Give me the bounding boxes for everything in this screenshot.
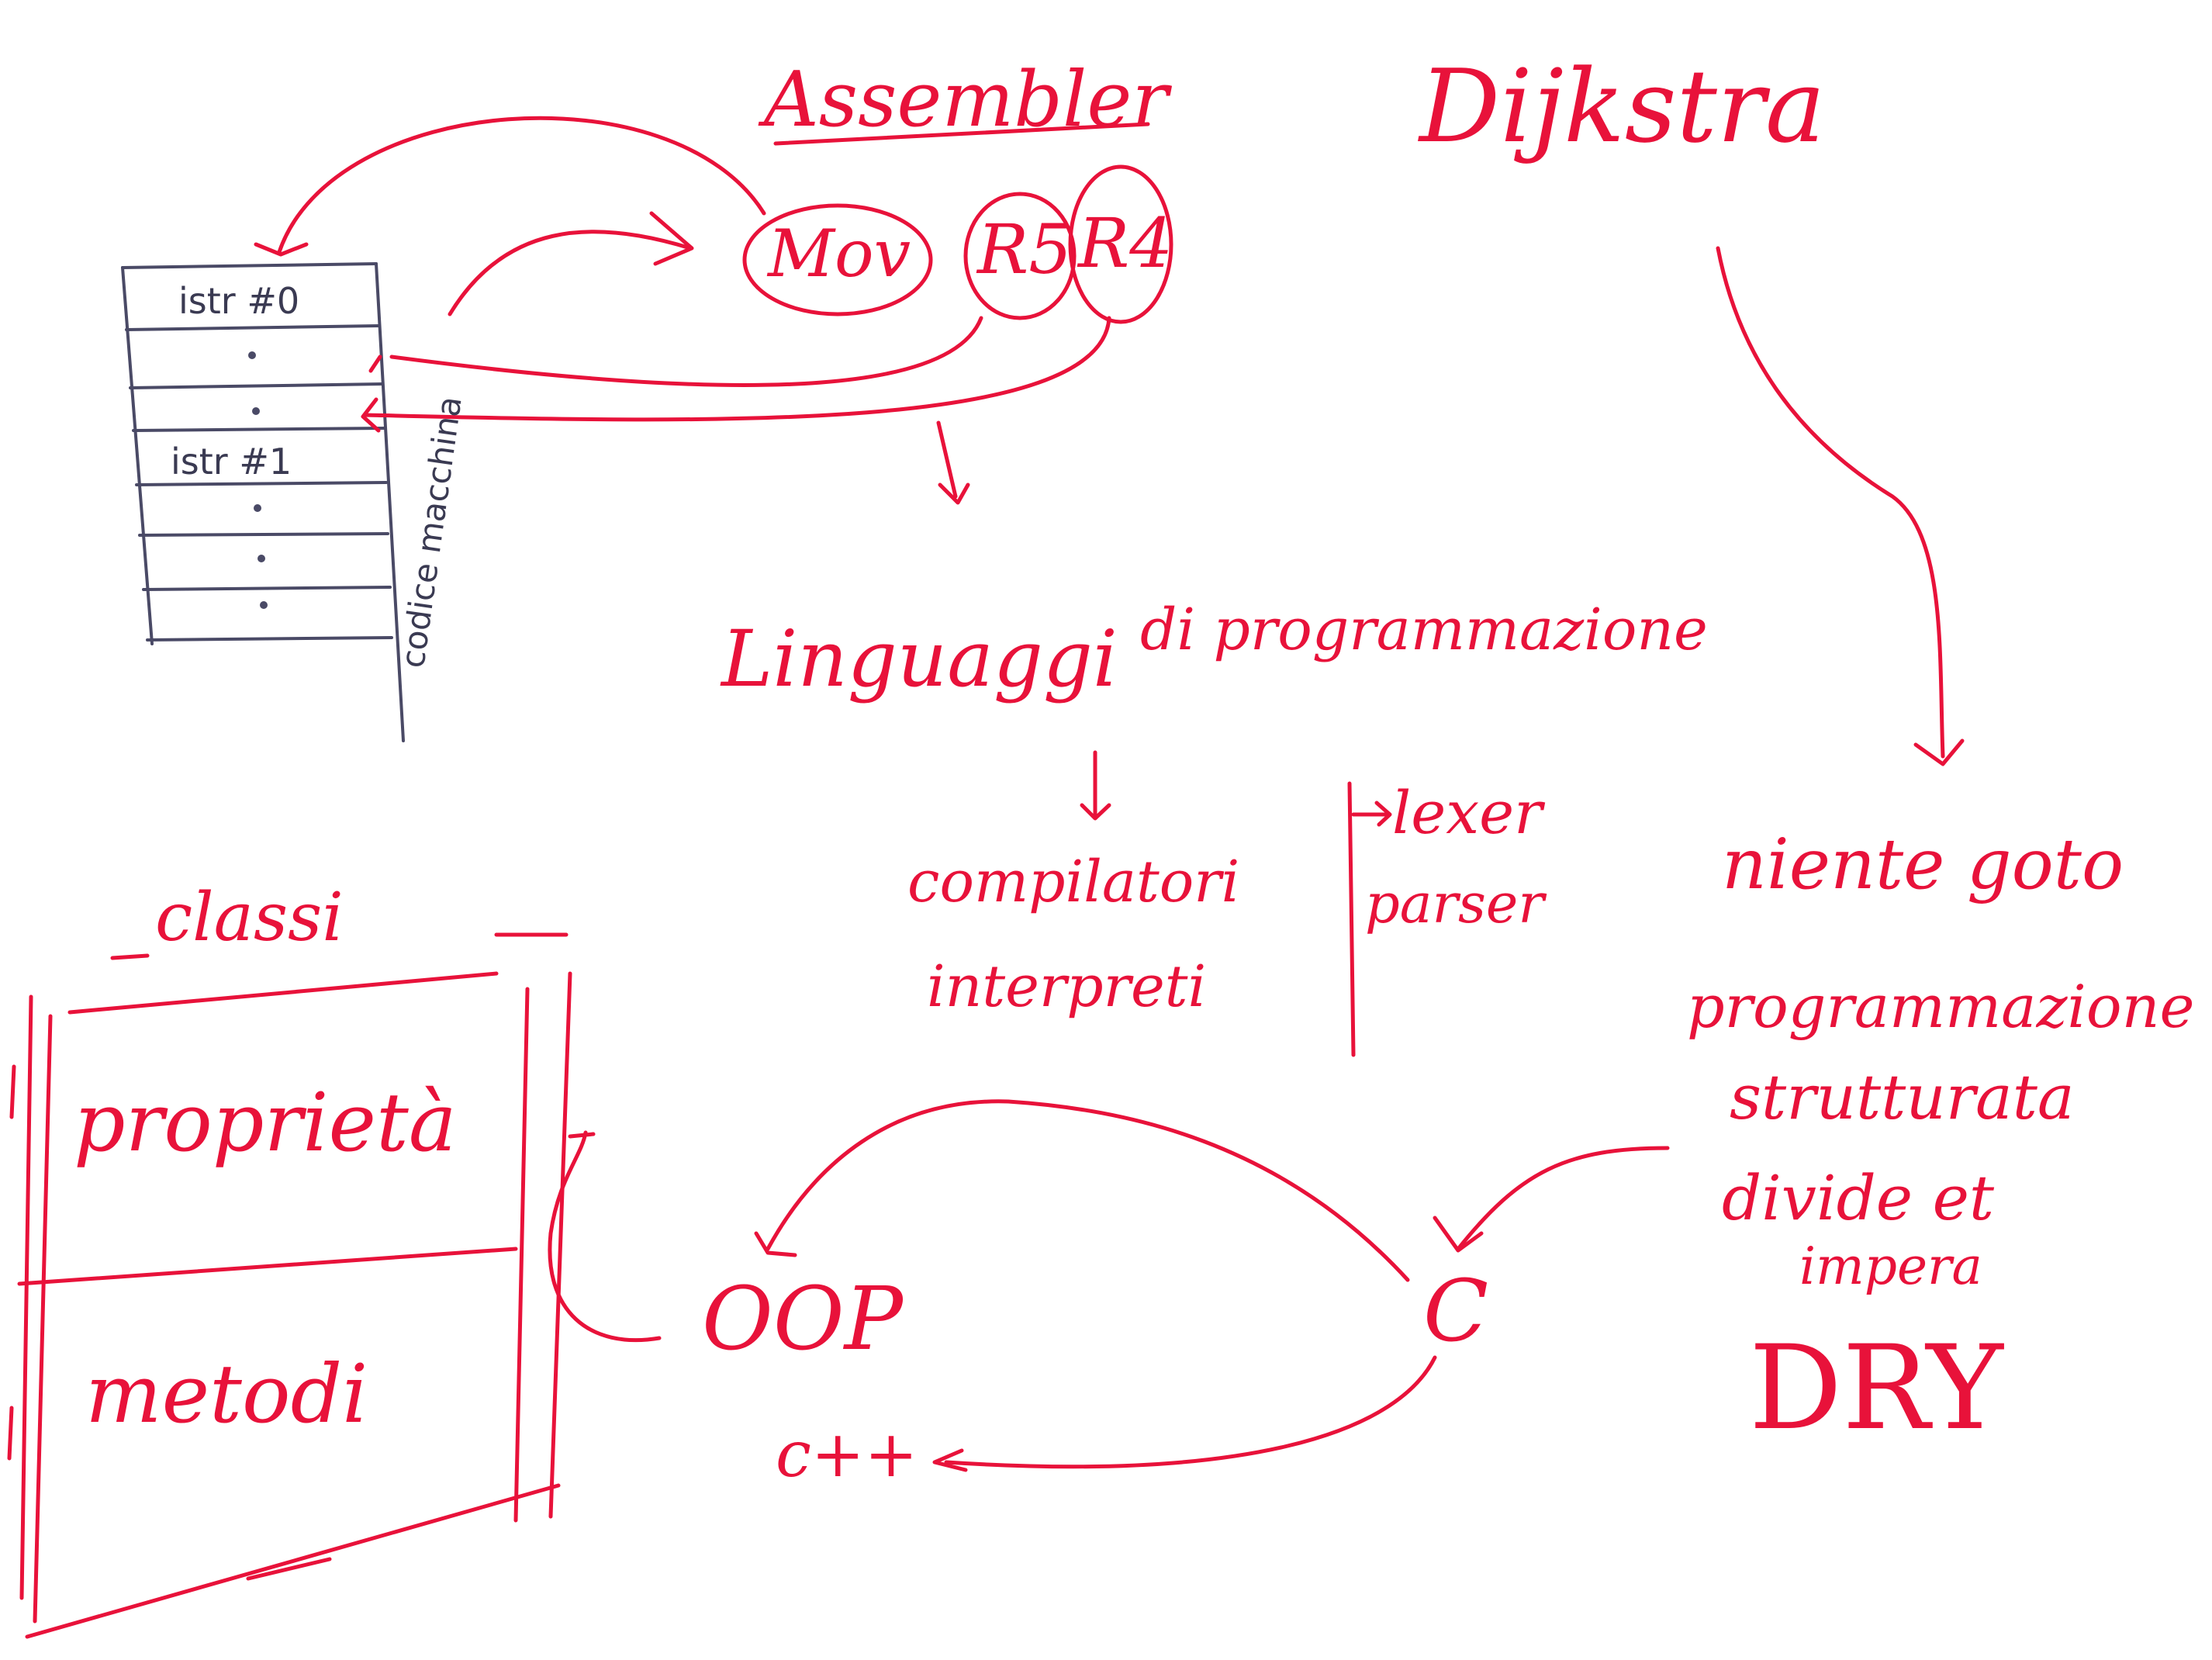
memory-table-left-edge — [121, 266, 154, 645]
proprieta-label: proprietà — [74, 1075, 457, 1170]
compilatori-label: compilatori — [907, 849, 1240, 915]
dijkstra-arrowhead — [1913, 738, 1965, 766]
memory-table-row-line — [135, 481, 388, 486]
di-programmazione-label: di programmazione — [1140, 597, 1708, 663]
class-box-bottom-dash — [246, 1557, 332, 1581]
goto-arrow-to-c-head — [1433, 1216, 1484, 1253]
r4-to-table-arrowhead — [361, 397, 381, 433]
ellipsis-dot — [257, 555, 265, 562]
class-box-top — [67, 971, 499, 1015]
class-box-right-outer — [548, 971, 572, 1519]
c-oop-branch — [548, 1099, 1437, 1472]
parser-label: parser — [1365, 872, 1544, 935]
class-box-left-tick — [9, 1064, 16, 1119]
r5-to-table-arrow — [389, 316, 983, 387]
assembler-down-arrow — [936, 420, 958, 499]
divide-et-label: divide et — [1722, 1162, 1995, 1234]
istr0-label: istr #0 — [178, 280, 300, 322]
goto-arrow-to-c — [1456, 1146, 1670, 1251]
r4-label: R4 — [1078, 203, 1173, 283]
assembler-label: Assembler — [764, 56, 1169, 144]
lexer-label: lexer — [1392, 778, 1543, 847]
ellipsis-dot — [254, 504, 261, 512]
lexer-parser-bracket — [1347, 781, 1356, 1057]
mov-circle — [742, 203, 933, 316]
c-to-oop-arrow — [766, 1099, 1410, 1282]
dijkstra-branch — [1433, 246, 1965, 1253]
assembler-cluster — [254, 116, 1173, 505]
classi-label: classi — [155, 879, 344, 956]
r4-to-table-arrow — [362, 316, 1111, 422]
table-to-mov-arrowhead — [649, 211, 694, 266]
dry-label: DRY — [1749, 1321, 2003, 1456]
linguaggi-label: Linguaggi — [721, 614, 1118, 704]
r5-label: R5 — [977, 209, 1073, 289]
oop-to-class-arrow — [548, 1130, 662, 1343]
memory-table-row-line — [146, 636, 393, 642]
memory-table-row-line — [125, 324, 380, 331]
oop-to-class-arrowhead — [568, 1132, 596, 1139]
class-box-divider — [17, 1247, 518, 1286]
istr1-label: istr #1 — [171, 441, 292, 482]
memory-table — [121, 262, 405, 742]
mov-to-table-arrowhead — [254, 242, 309, 257]
programmazione-label: programmazione — [1687, 972, 2195, 1041]
table-to-mov-arrow — [448, 230, 693, 316]
c-to-cpp-arrowhead — [932, 1448, 968, 1472]
lexer-arrowhead — [1374, 801, 1392, 827]
interpreti-label: interpreti — [927, 953, 1207, 1020]
memory-table-row-line — [138, 532, 389, 537]
class-box-left-inner — [33, 1014, 53, 1624]
class-box-bottom — [25, 1483, 561, 1639]
memory-table-row-line — [132, 427, 385, 432]
c-label: C — [1423, 1261, 1489, 1361]
assembler-underline — [773, 122, 1150, 146]
ellipsis-dot — [248, 351, 256, 359]
dijkstra-arrow — [1716, 246, 1945, 759]
r5-circle — [963, 192, 1077, 320]
dijkstra-label: Dijkstra — [1419, 47, 1826, 165]
mov-to-table-arrow — [277, 116, 766, 254]
c-to-cpp-arrow — [944, 1355, 1437, 1469]
oop-label: OOP — [702, 1269, 903, 1370]
class-box-left-tick — [7, 1406, 14, 1461]
c-to-oop-arrowhead — [754, 1231, 797, 1257]
ellipsis-dot — [260, 601, 268, 609]
memory-table-row-line — [142, 586, 392, 591]
cpp-label: c++ — [776, 1418, 918, 1492]
r5-to-table-arrowhead — [368, 354, 382, 373]
memory-table-right-edge — [375, 262, 405, 742]
ellipsis-dot — [252, 407, 260, 415]
strutturata-label: strutturata — [1730, 1061, 2075, 1133]
class-box — [7, 932, 572, 1639]
class-box-left-outer — [19, 994, 33, 1600]
mov-label: Mov — [768, 216, 911, 292]
r4-circle — [1068, 164, 1173, 324]
class-box-right-inner — [513, 987, 530, 1523]
compilatori-down-arrowhead — [1080, 803, 1111, 821]
memory-table-row-line — [129, 382, 383, 389]
assembler-down-arrowhead — [938, 482, 970, 505]
niente-goto-label: niente goto — [1722, 824, 2124, 905]
memory-table-row-line — [121, 262, 378, 269]
class-box-top-left-dash — [110, 953, 150, 960]
impera-label: impera — [1799, 1236, 1982, 1296]
metodi-label: metodi — [85, 1347, 368, 1441]
language-branch — [1080, 750, 1392, 1057]
